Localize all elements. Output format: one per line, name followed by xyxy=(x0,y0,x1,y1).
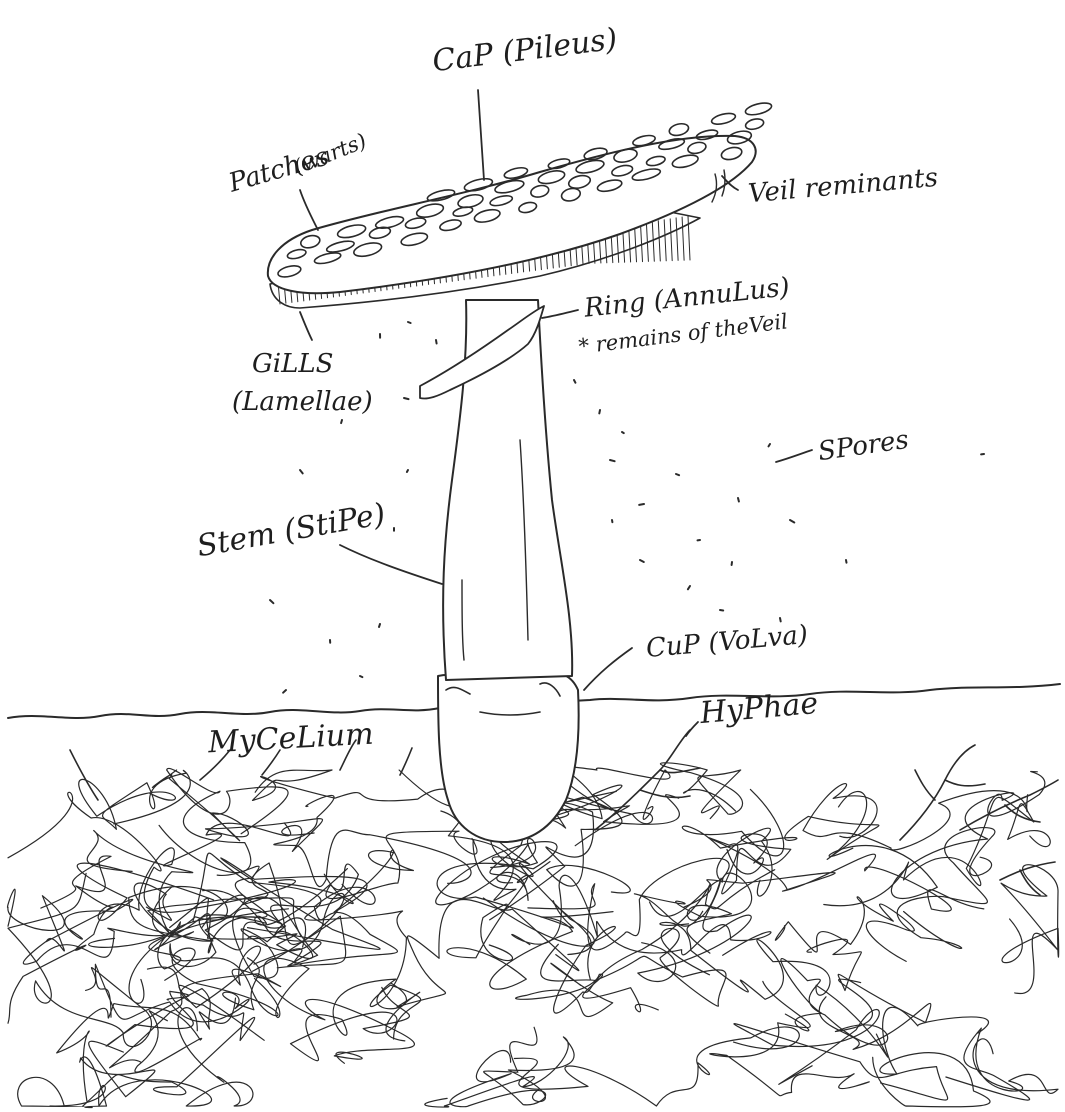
mycelium-strand xyxy=(541,928,726,1006)
mycelium-strand xyxy=(829,771,1045,898)
spore-mark xyxy=(769,444,771,446)
label-gills-line2: (Lamellae) xyxy=(232,388,373,418)
mycelium-strand xyxy=(1001,865,1059,994)
spore-mark xyxy=(610,460,615,461)
mycelium-strand xyxy=(83,967,255,1106)
spore-mark xyxy=(599,410,600,413)
spore-mark xyxy=(676,474,679,475)
spore-mark xyxy=(300,470,303,473)
mycelium-strand xyxy=(106,989,235,1047)
leader-ring xyxy=(542,310,578,318)
mycelium-strand xyxy=(775,897,914,962)
leader-cap xyxy=(478,90,484,180)
leader-spores xyxy=(776,450,812,462)
mycelium-strand xyxy=(638,878,751,981)
spore-mark xyxy=(688,586,690,589)
mycelium-strand xyxy=(77,823,290,920)
cap-wart xyxy=(744,101,772,117)
mycelium-strand xyxy=(23,887,193,964)
spore-mark xyxy=(283,690,286,693)
spore-mark xyxy=(574,380,575,383)
cap-wart xyxy=(745,117,765,131)
mycelium-strand xyxy=(554,870,775,1013)
spore-mark xyxy=(379,624,380,627)
spore-mark xyxy=(738,498,739,502)
mycelium-strand xyxy=(8,792,353,912)
leader-gills xyxy=(300,312,312,340)
leader-stem xyxy=(340,545,442,584)
leader-patches xyxy=(300,190,318,230)
leader-hyphae xyxy=(686,722,698,736)
mycelium-strand xyxy=(87,831,301,937)
spore-mark xyxy=(360,676,362,677)
mycelium-strand xyxy=(291,979,410,1061)
mycelium-strand xyxy=(447,904,613,989)
spore-mark xyxy=(720,610,723,611)
spore-mark xyxy=(622,432,624,433)
spore-mark xyxy=(404,398,409,399)
mycelium-strand xyxy=(897,828,995,949)
spore-mark xyxy=(436,340,437,344)
spore-mark xyxy=(639,504,644,505)
spore-mark xyxy=(846,560,847,563)
mycelium-strand xyxy=(660,763,742,819)
spore-mark xyxy=(408,322,411,323)
mycelium-strand xyxy=(8,889,133,951)
cap-wart xyxy=(668,122,690,137)
spore-mark xyxy=(780,618,781,621)
mycelium-strand xyxy=(271,831,477,926)
mycelium-strand xyxy=(516,963,659,1016)
mycelium-strand xyxy=(873,1007,990,1107)
leader-cup xyxy=(584,648,632,690)
spore-mark xyxy=(790,520,794,523)
spore-mark xyxy=(407,470,408,472)
spore-mark xyxy=(341,420,342,423)
mycelium-strand xyxy=(781,959,888,1046)
mycelium-strand xyxy=(255,958,415,1063)
spore-mark xyxy=(640,560,644,562)
cap-wart xyxy=(711,111,737,126)
label-gills-line1: GiLLS xyxy=(252,350,333,380)
mycelium-strand xyxy=(450,1027,546,1106)
mycelium-strand xyxy=(807,939,931,1049)
mycelium-strand xyxy=(152,770,322,851)
spore-mark xyxy=(270,600,273,603)
mycelium-strand xyxy=(803,784,1028,850)
